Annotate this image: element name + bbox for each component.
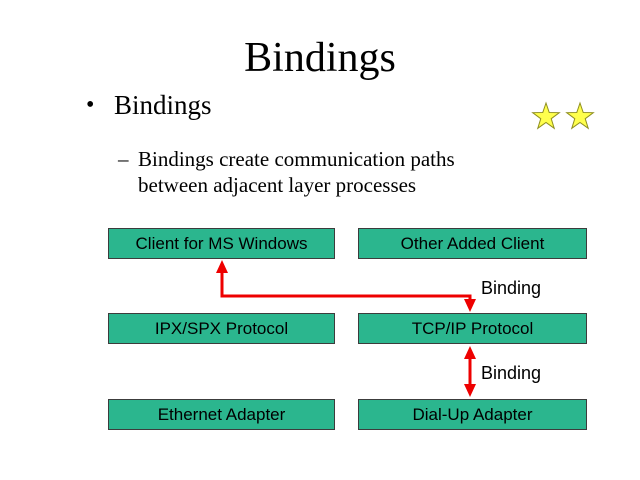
star-icon [531, 101, 561, 130]
bullet-marker: • [86, 92, 95, 118]
box-other-added-client: Other Added Client [358, 228, 587, 259]
sub-bullet-line-2: between adjacent layer processes [138, 173, 417, 197]
box-ethernet-adapter: Ethernet Adapter [108, 399, 335, 430]
sub-bullet-item: – Bindings create communication paths be… [118, 146, 455, 198]
box-client-for-ms-windows: Client for MS Windows [108, 228, 335, 259]
box-tcp-ip-protocol: TCP/IP Protocol [358, 313, 587, 344]
binding-label-1: Binding [481, 278, 542, 298]
box-label: Dial-Up Adapter [412, 404, 533, 424]
star-icon [565, 101, 595, 130]
binding-arrow-1 [216, 260, 476, 312]
sub-bullet-marker: – [118, 147, 129, 171]
box-dial-up-adapter: Dial-Up Adapter [358, 399, 587, 430]
sub-bullet-line-1: Bindings create communication paths [138, 147, 455, 171]
box-label: Client for MS Windows [135, 233, 308, 253]
box-label: TCP/IP Protocol [411, 318, 534, 338]
box-label: Other Added Client [400, 233, 545, 253]
star-icon-pair [531, 101, 595, 130]
box-ipx-spx-protocol: IPX/SPX Protocol [108, 313, 335, 344]
box-label: IPX/SPX Protocol [154, 318, 289, 338]
box-label: Ethernet Adapter [157, 404, 286, 424]
star-icons [531, 101, 603, 142]
binding-label-2: Binding [481, 363, 542, 383]
bullet-item: • Bindings [86, 90, 212, 121]
slide-title: Bindings [244, 35, 396, 81]
binding-arrow-2 [464, 346, 476, 397]
bullet-text: Bindings [114, 90, 212, 120]
sub-bullet-text: Bindings create communication paths betw… [138, 146, 455, 198]
